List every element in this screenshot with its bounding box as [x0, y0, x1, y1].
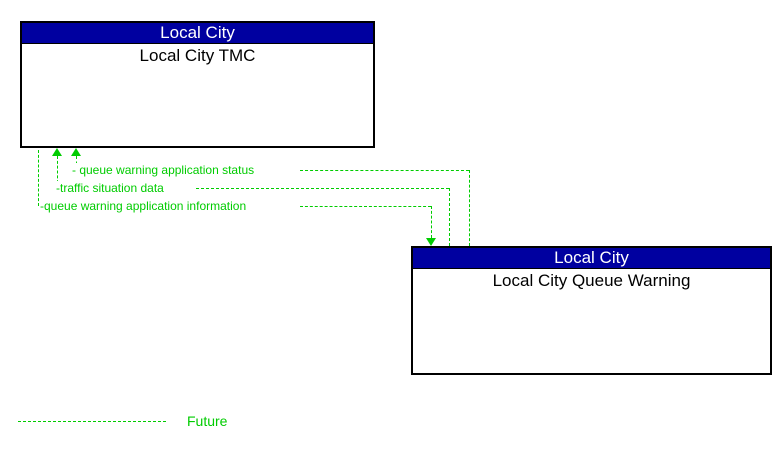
entity-group-header: Local City	[413, 248, 770, 269]
entity-name: Local City Queue Warning	[492, 271, 691, 290]
flow-line-info-right-vertical	[431, 206, 432, 238]
flow-label-traffic-situation-data[interactable]: -traffic situation data	[56, 181, 164, 195]
flow-line-status-horizontal	[300, 170, 469, 171]
entity-group-header: Local City	[22, 23, 373, 44]
flow-line-info-horizontal	[300, 206, 431, 207]
entity-box-local-city-queue-warning[interactable]: Local City Local City Queue Warning	[411, 246, 772, 375]
flow-line-traffic-right-vertical	[449, 188, 450, 246]
entity-name: Local City TMC	[139, 46, 256, 65]
legend-dashed-line	[18, 421, 166, 422]
flow-line-traffic-horizontal	[196, 188, 449, 189]
arrowhead-down-info-icon	[426, 238, 436, 246]
legend-label-future: Future	[187, 413, 228, 429]
flow-line-traffic-left-vertical	[57, 156, 58, 188]
entity-box-local-city-tmc[interactable]: Local City Local City TMC	[20, 21, 375, 148]
flow-line-info-left-vertical	[38, 150, 39, 206]
flow-line-status-right-vertical	[469, 170, 470, 246]
arrowhead-up-status-icon	[71, 148, 81, 156]
flow-label-queue-warning-application-information[interactable]: -queue warning application information	[40, 199, 247, 213]
flow-label-queue-warning-application-status[interactable]: - queue warning application status	[72, 163, 255, 177]
arrowhead-up-traffic-icon	[52, 148, 62, 156]
